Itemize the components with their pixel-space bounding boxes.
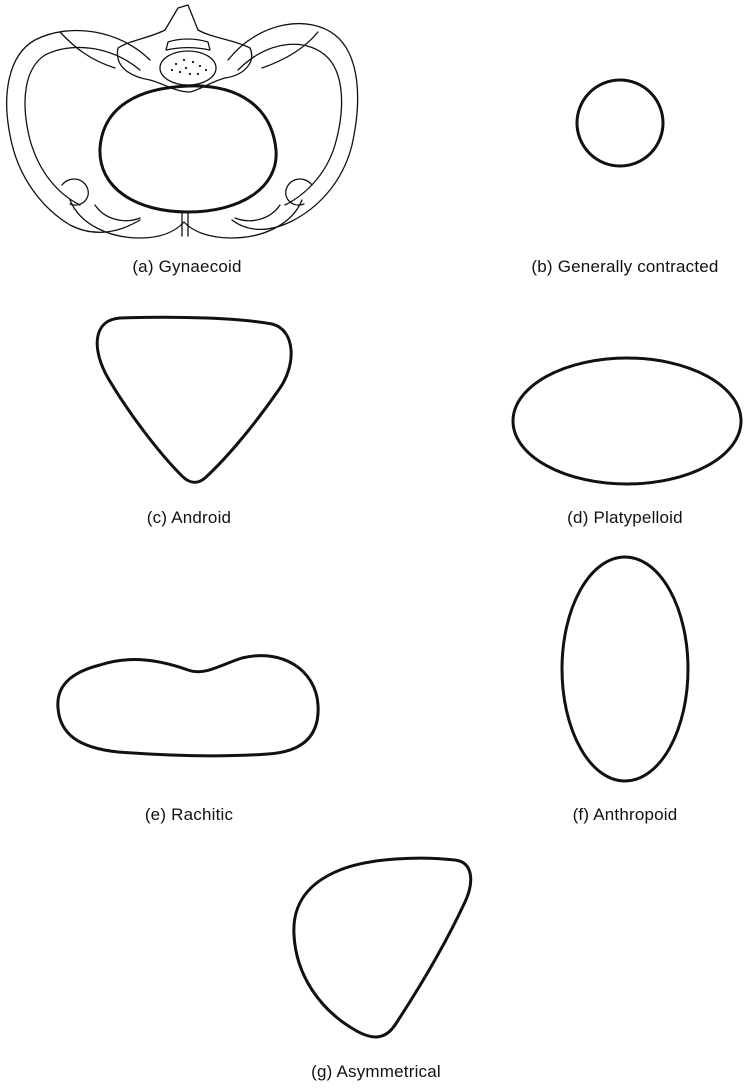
anthropoid-inlet	[562, 557, 688, 781]
rachitic-inlet	[58, 656, 318, 756]
generally-contracted-inlet	[577, 80, 663, 166]
right-iliac-crest-detail	[262, 32, 318, 68]
right-acetabulum	[286, 179, 312, 205]
pubic-arch	[70, 200, 302, 238]
left-obturator	[95, 205, 140, 221]
platypelloid-inlet	[513, 358, 741, 484]
caption-asymmetrical: (g) Asymmetrical	[311, 1062, 441, 1082]
asymmetrical-inlet	[294, 858, 471, 1037]
android-inlet	[97, 317, 291, 482]
caption-gynaecoid: (a) Gynaecoid	[132, 257, 241, 277]
caption-rachitic: (e) Rachitic	[145, 805, 233, 825]
caption-platypelloid: (d) Platypelloid	[567, 508, 683, 528]
caption-anthropoid: (f) Anthropoid	[573, 805, 678, 825]
right-iliac-wing-inner	[238, 44, 342, 205]
gynaecoid-inlet	[100, 86, 276, 212]
sacrum	[117, 5, 251, 92]
intervertebral-disc	[166, 39, 210, 50]
gynaecoid-pelvis-drawing	[7, 5, 358, 238]
left-iliac-crest-detail	[60, 32, 115, 68]
caption-android: (c) Android	[147, 508, 231, 528]
vertebral-body	[160, 51, 216, 85]
left-acetabulum	[62, 179, 88, 205]
caption-generally-contracted: (b) Generally contracted	[531, 257, 718, 277]
vertebral-body-texture	[171, 59, 207, 75]
right-obturator	[235, 205, 280, 221]
